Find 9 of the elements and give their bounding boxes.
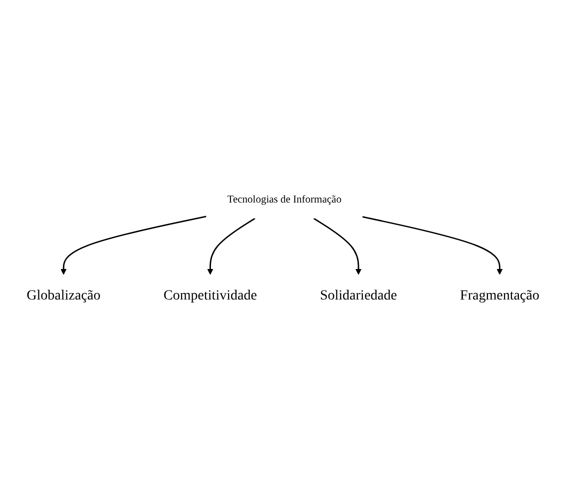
node-text: Solidariedade: [320, 288, 397, 304]
arrow: [207, 218, 256, 276]
arrow: [313, 218, 362, 276]
arrow: [60, 216, 206, 276]
node-text: Competitividade: [164, 288, 257, 304]
node-text: Tecnologias de Informação: [227, 194, 342, 206]
node-text: Globalização: [26, 288, 101, 304]
node-text: Fragmentação: [460, 288, 540, 304]
arrow: [362, 216, 503, 276]
